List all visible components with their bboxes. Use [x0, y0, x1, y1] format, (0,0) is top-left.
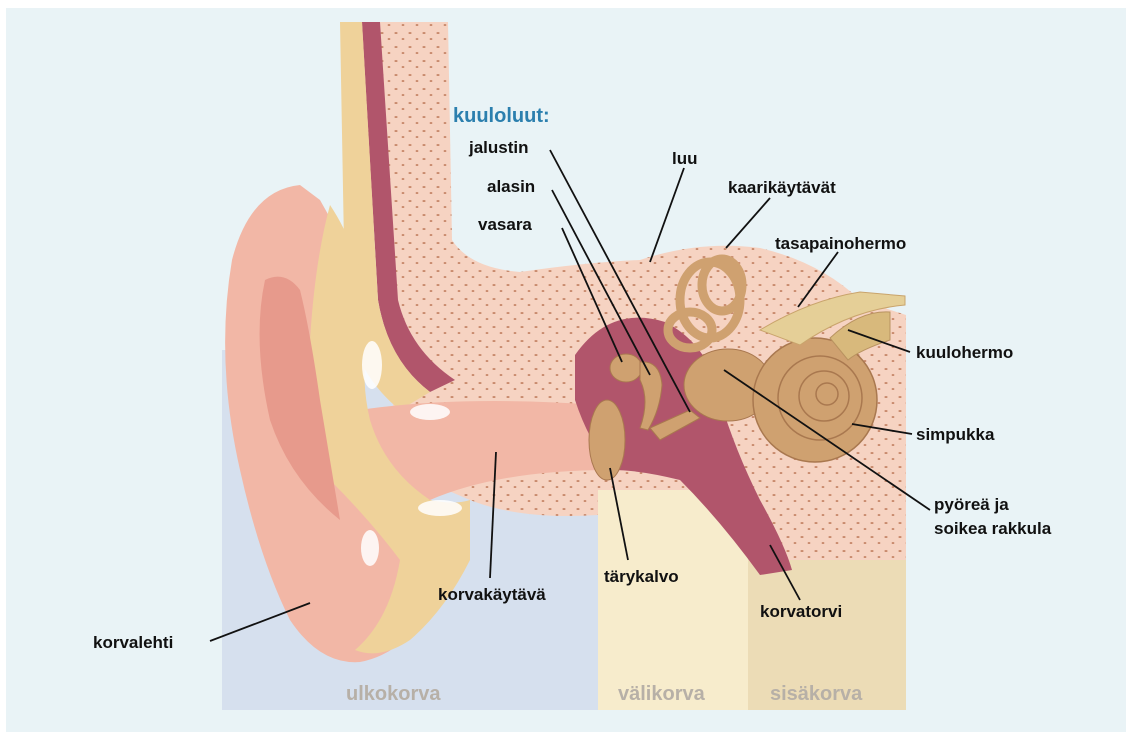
label-kaarikaytavat: kaarikäytävät	[728, 178, 836, 197]
label-alasin: alasin	[487, 177, 535, 196]
label-kuulohermo: kuulohermo	[916, 343, 1013, 362]
label-korvalehti: korvalehti	[93, 633, 173, 652]
cartilage-highlight-3	[418, 500, 462, 516]
label-tarykalvo: tärykalvo	[604, 567, 679, 586]
cartilage-highlight-2	[410, 404, 450, 420]
cartilage-highlight-4	[361, 530, 379, 566]
ossicles-header: kuuloluut:	[453, 105, 550, 127]
eardrum	[589, 400, 625, 480]
label-rakkula-line2: soikea rakkula	[934, 519, 1052, 538]
cartilage-highlight-1	[362, 341, 382, 389]
label-jalustin: jalustin	[468, 138, 529, 157]
cochlea	[753, 338, 877, 462]
label-korvatorvi: korvatorvi	[760, 602, 842, 621]
region-middle-label: välikorva	[618, 683, 706, 705]
region-outer-label: ulkokorva	[346, 683, 441, 705]
label-korvakaytava: korvakäytävä	[438, 585, 546, 604]
label-tasapainohermo: tasapainohermo	[775, 234, 906, 253]
label-luu: luu	[672, 149, 698, 168]
malleus	[610, 354, 642, 382]
label-vasara: vasara	[478, 215, 532, 234]
label-rakkula-line1: pyöreä ja	[934, 495, 1009, 514]
label-simpukka: simpukka	[916, 425, 995, 444]
region-inner-label: sisäkorva	[770, 683, 863, 705]
